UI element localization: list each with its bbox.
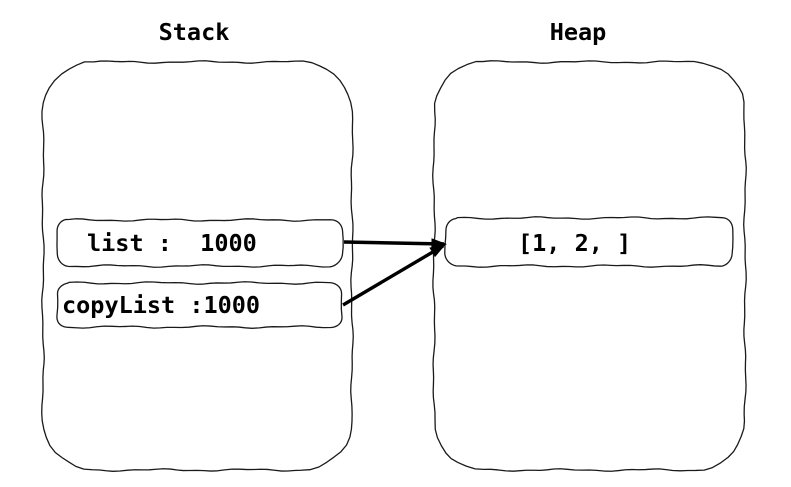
stack-variable-copylist-box	[56, 281, 343, 329]
stack-variable-copylist-label: copyList :1000	[62, 291, 260, 319]
heap-object-box	[444, 216, 734, 268]
stack-title: Stack	[159, 18, 230, 46]
heap-region-box	[432, 60, 747, 472]
pointer-arrow-list-to-heap	[343, 238, 448, 250]
stack-region-box	[41, 60, 354, 472]
heap-object-label: [1, 2, ]	[518, 229, 631, 257]
pointer-arrow-copylist-to-heap	[342, 244, 446, 307]
stack-variable-list-box	[56, 218, 344, 268]
stack-variable-list-label: list : 1000	[87, 229, 257, 257]
heap-title: Heap	[550, 18, 607, 46]
